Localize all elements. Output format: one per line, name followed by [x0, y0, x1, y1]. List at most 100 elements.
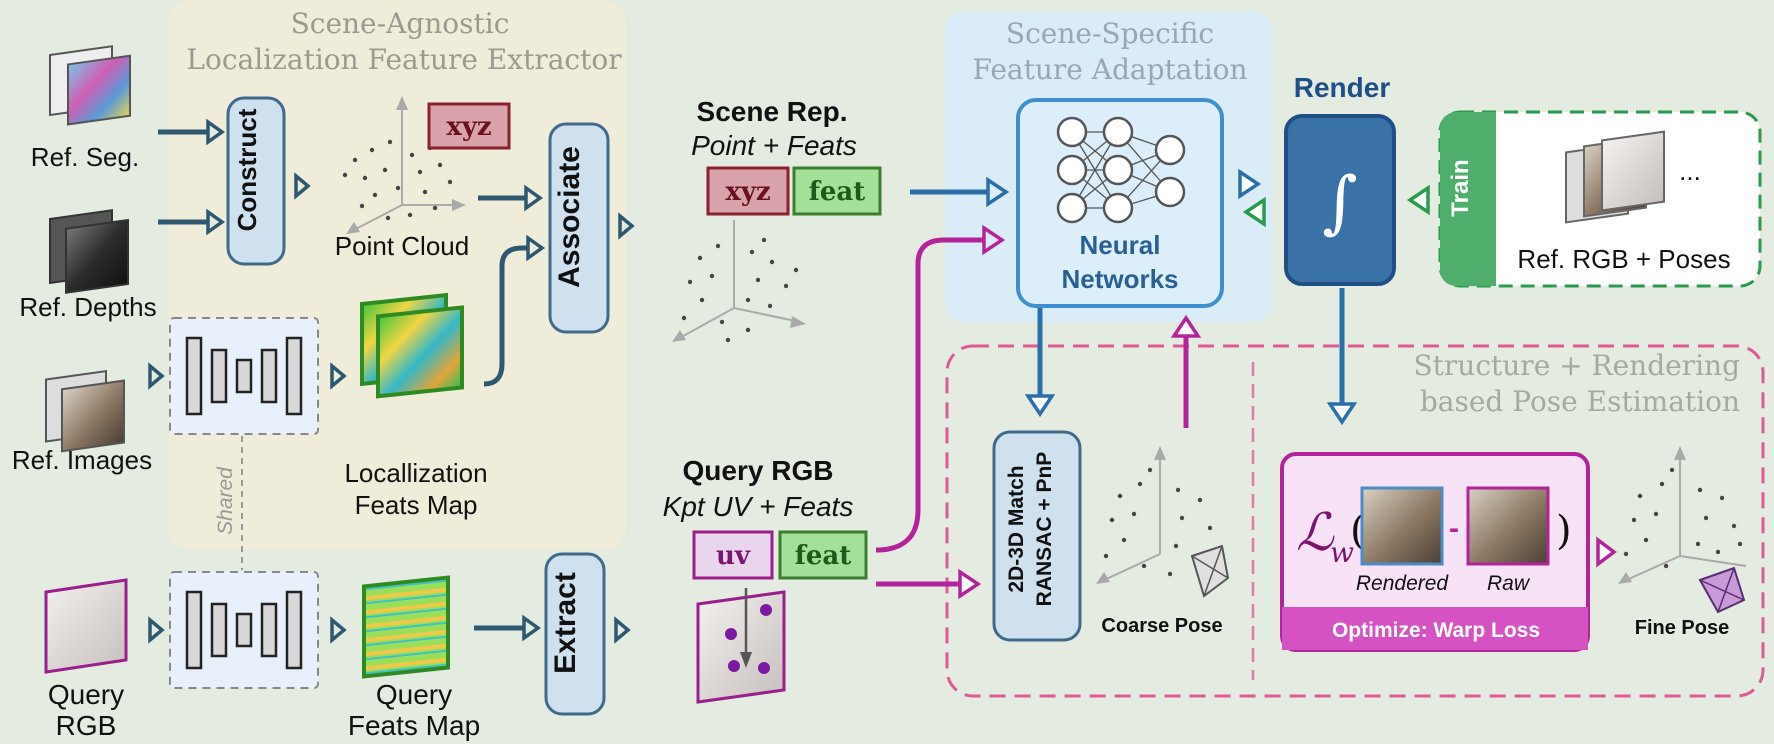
- coarse-up-arrowhead: [1170, 314, 1202, 338]
- associate-block: Associate: [548, 122, 610, 334]
- loss-close-paren: ): [1556, 508, 1572, 554]
- match-in-arrowhead: [1024, 394, 1056, 418]
- feat-tag-scene: feat: [792, 166, 882, 216]
- xyz-tag-scene: xyz: [706, 166, 790, 216]
- nn-to-render-arrowhead: [1238, 168, 1262, 200]
- xyz-tag-extractor: xyz: [427, 102, 511, 150]
- extractor-title-line2: Localization Feature Extractor: [186, 43, 622, 76]
- rendered-thumbnail: [1360, 486, 1444, 566]
- magenta-arrows: [875, 237, 1189, 587]
- warp-loss-block: Optimize: Warp Loss ℒ w ( - ) Rendered R…: [1280, 452, 1590, 652]
- nn-in-arrowhead: [986, 176, 1010, 208]
- match-line2: RANSAC + PnP: [1033, 452, 1056, 607]
- shared-label: Shared: [214, 466, 237, 535]
- feats-to-associate-path: [483, 245, 530, 387]
- dark-arrows: [158, 129, 530, 631]
- pose-estimation-panel: [945, 344, 1765, 698]
- pose-title-line2: based Pose Estimation: [1420, 385, 1740, 418]
- extract-out-arrowhead: [614, 616, 631, 644]
- match-block: 2D-3D Match RANSAC + PnP: [992, 430, 1082, 642]
- pointcloud-arrowhead: [524, 184, 544, 212]
- nn-label-line2: Networks: [1061, 264, 1178, 294]
- train-tab: Train: [1440, 112, 1496, 286]
- train-caption: Ref. RGB + Poses: [1517, 244, 1730, 274]
- shared-encoder-top: [169, 317, 319, 435]
- query-feats-line1: Query: [376, 679, 452, 710]
- loss-symbol: ℒ: [1296, 503, 1335, 563]
- ref-images-arrowhead: [148, 362, 165, 390]
- train-to-render-arrowhead: [1406, 184, 1430, 216]
- nn-query-arrowhead: [982, 224, 1006, 256]
- ref-depths-label: Ref. Depths: [19, 292, 156, 322]
- render-title: Render: [1294, 72, 1391, 103]
- coarse-pose-plot: [1096, 446, 1230, 598]
- ref-images-image: [45, 369, 125, 453]
- extractor-title-line1: Scene-Agnostic: [291, 7, 510, 40]
- ref-images-label: Ref. Images: [12, 445, 152, 475]
- uv-tag-text: uv: [716, 541, 751, 571]
- scene-point-cloud: [672, 220, 806, 343]
- feat-tag-query: feat: [778, 530, 868, 580]
- blue-arrows: [910, 189, 1345, 404]
- scene-rep-title: Scene Rep.: [697, 96, 848, 127]
- query-rep-title: Query RGB: [683, 455, 834, 486]
- ref-depths-image: [49, 209, 129, 294]
- query-feats-line2: Feats Map: [348, 710, 480, 741]
- extract-label: Extract: [549, 572, 582, 674]
- match-line1: 2D-3D Match: [1005, 465, 1028, 592]
- nn-label-line1: Neural: [1080, 230, 1161, 260]
- integral-symbol: ∫: [1322, 163, 1357, 242]
- ref-depths-arrowhead: [206, 208, 226, 236]
- point-cloud-plot: [342, 96, 466, 234]
- blue-arrowheads: [986, 168, 1358, 426]
- construct-label: Construct: [232, 108, 262, 231]
- train-ellipsis: ...: [1679, 156, 1701, 186]
- raw-label: Raw: [1487, 572, 1531, 595]
- optimize-label: Optimize: Warp Loss: [1332, 619, 1540, 642]
- associate-out-arrowhead: [618, 212, 635, 240]
- feats-arrowhead: [526, 234, 546, 262]
- point-cloud-label: Point Cloud: [335, 231, 469, 261]
- query-feats-map: [362, 575, 450, 679]
- extract-in-arrowhead: [522, 614, 542, 642]
- query-rgb-arrowhead: [148, 616, 165, 644]
- fine-pose-plot: [1618, 446, 1747, 614]
- query-rgb-label-line2: RGB: [56, 710, 117, 741]
- adaptation-title-line2: Feature Adaptation: [972, 53, 1247, 86]
- xyz-tag-extractor-text: xyz: [446, 112, 491, 142]
- match-query-arrowhead: [958, 568, 982, 600]
- xyz-tag-scene-text: xyz: [725, 177, 770, 207]
- encoder-bottom-out-arrowhead: [330, 616, 347, 644]
- associate-label: Associate: [553, 146, 586, 288]
- coarse-pose-label: Coarse Pose: [1101, 615, 1222, 637]
- loss-subscript: w: [1330, 536, 1354, 569]
- render-to-nn-arrowhead: [1242, 196, 1266, 228]
- raw-thumbnail: [1466, 486, 1550, 566]
- query-rgb-label-line1: Query: [48, 679, 124, 710]
- feat-tag-scene-text: feat: [809, 177, 866, 207]
- magenta-arrowheads: [958, 224, 1617, 600]
- query-keypoint-image: [696, 588, 786, 704]
- dark-arrowheads: [148, 118, 635, 644]
- train-label: Train: [1447, 159, 1474, 216]
- render-block: ∫: [1284, 114, 1396, 286]
- feat-tag-query-text: feat: [795, 541, 852, 571]
- loss-in-arrowhead: [1326, 402, 1358, 426]
- query-rgb-image: [44, 578, 128, 674]
- query-to-nn-path: [875, 237, 984, 553]
- pose-title-line1: Structure + Rendering: [1413, 349, 1740, 382]
- query-rep-subtitle: Kpt UV + Feats: [663, 491, 854, 522]
- adaptation-title-line1: Scene-Specific: [1006, 17, 1214, 50]
- rendered-label: Rendered: [1356, 572, 1450, 595]
- localization-feats-line2: Feats Map: [355, 490, 478, 520]
- ref-seg-arrowhead: [206, 118, 226, 146]
- loss-minus: -: [1449, 512, 1459, 545]
- extract-block: Extract: [544, 552, 606, 716]
- construct-block: Construct: [226, 96, 286, 266]
- construct-out-arrowhead: [294, 172, 311, 200]
- train-rgb-images: [1565, 130, 1665, 224]
- localization-feats-line1: Locallization: [344, 458, 487, 488]
- loss-to-fine-arrowhead: [1596, 536, 1617, 568]
- uv-tag: uv: [692, 530, 774, 580]
